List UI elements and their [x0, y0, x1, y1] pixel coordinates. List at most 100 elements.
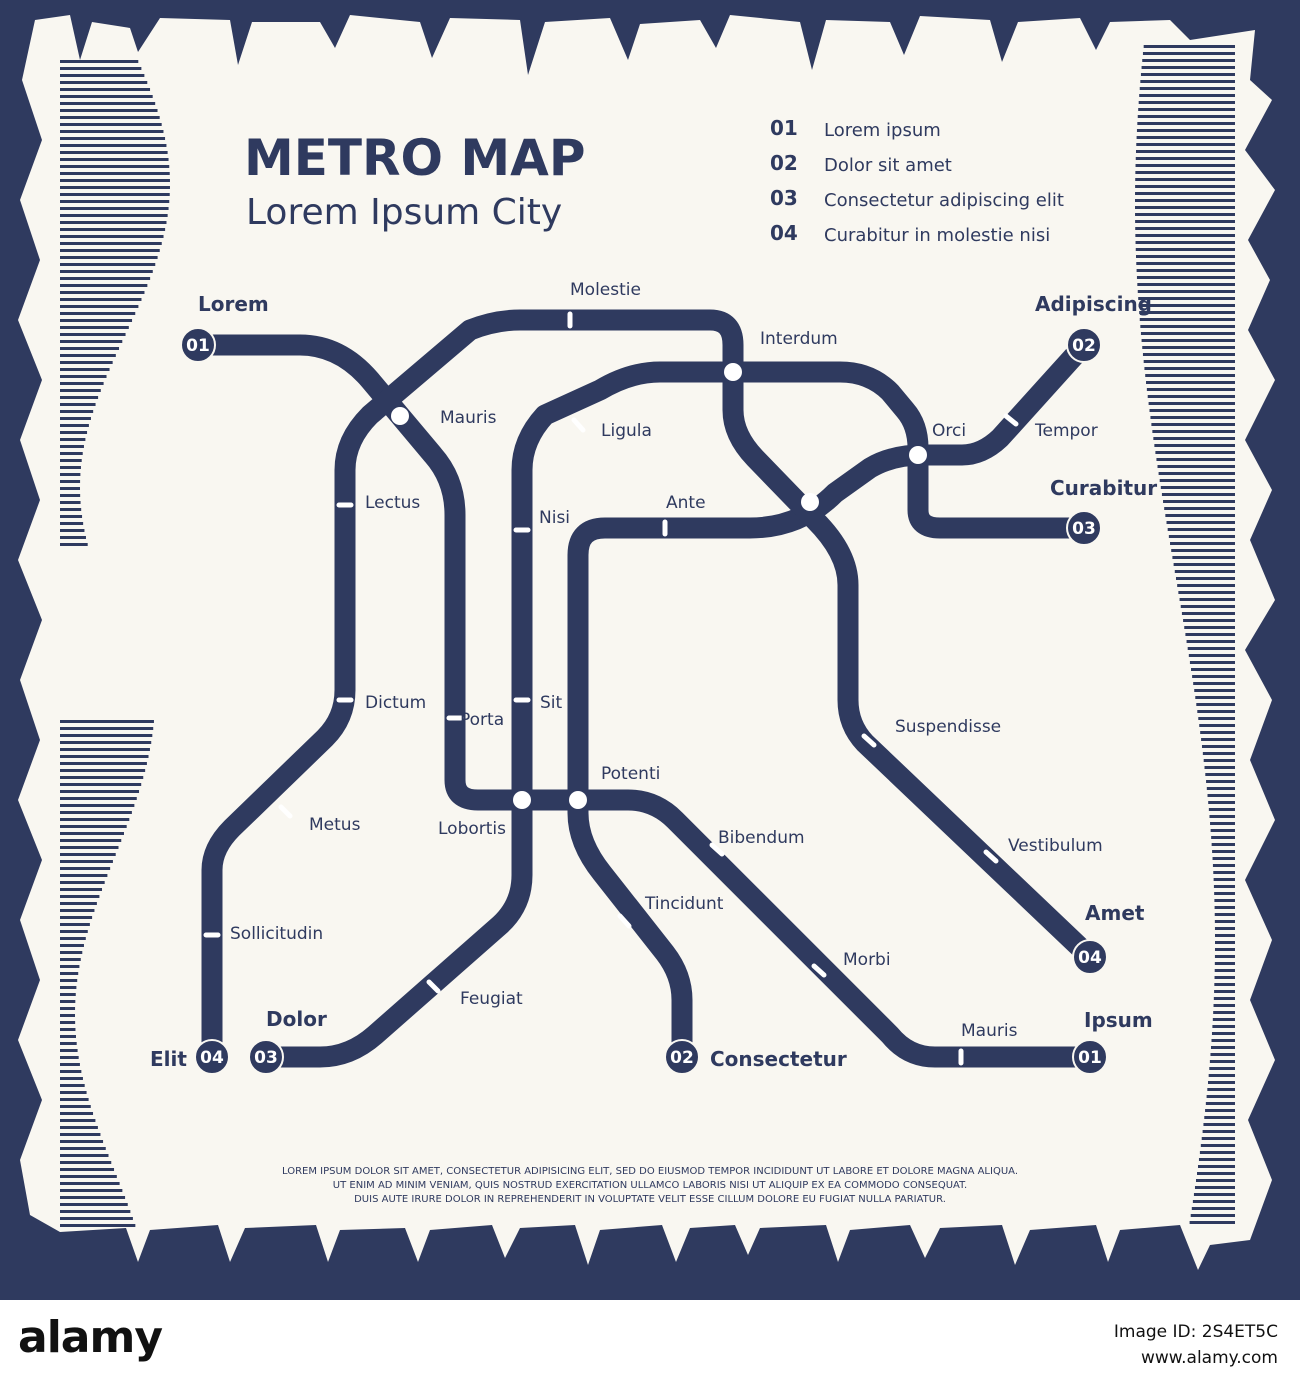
hatch-stroke: [60, 207, 169, 210]
hatch-stroke: [1147, 395, 1235, 398]
hatch-stroke: [1213, 1011, 1235, 1014]
line-02-path: [567, 334, 1095, 1068]
hatch-stroke: [60, 109, 158, 112]
hatch-stroke: [60, 361, 113, 364]
hatch-stroke: [1135, 192, 1235, 195]
interchange-interdum-dot: [724, 363, 742, 381]
hatch-stroke: [1214, 969, 1235, 972]
hatch-stroke: [60, 333, 126, 336]
hatch-stroke: [1142, 52, 1235, 55]
hatch-stroke: [60, 67, 142, 70]
legend-number-03: 03: [770, 186, 798, 210]
hatch-stroke: [1143, 360, 1235, 363]
station-bibendum: Bibendum: [718, 828, 805, 848]
badge-amet: 04: [1072, 939, 1108, 975]
hatch-stroke: [1211, 843, 1235, 846]
footer-line-3: DUIS AUTE IRURE DOLOR IN REPREHENDERIT I…: [354, 1194, 946, 1205]
hatch-stroke: [60, 193, 170, 196]
hatch-stroke: [1203, 759, 1235, 762]
hatch-stroke: [60, 1077, 83, 1080]
hatch-stroke: [1177, 584, 1235, 587]
legend-number-04: 04: [770, 221, 798, 245]
hatch-stroke: [60, 895, 100, 898]
hatch-stroke: [1213, 878, 1235, 881]
hatch-stroke: [60, 888, 103, 891]
hatch-stroke: [60, 466, 81, 469]
hatch-stroke: [1211, 1032, 1235, 1035]
hatch-stroke: [60, 200, 170, 203]
hatch-stroke: [1159, 479, 1235, 482]
hatch-stroke: [60, 60, 139, 63]
station-orci: Orci: [932, 421, 966, 441]
hatch-stroke: [60, 1119, 96, 1122]
hatch-stroke: [1142, 59, 1235, 62]
hatch-stroke: [60, 790, 140, 793]
hatch-stroke: [1135, 199, 1235, 202]
hatch-stroke: [1186, 640, 1235, 643]
hatch-stroke: [60, 151, 168, 154]
hatch-stroke: [1184, 626, 1235, 629]
station-morbi: Morbi: [843, 950, 891, 970]
hatch-stroke: [60, 1070, 82, 1073]
hatch-stroke: [1212, 1025, 1235, 1028]
hatch-stroke: [60, 741, 152, 744]
hatch-stroke: [60, 249, 160, 252]
station-sollicitudin: Sollicitudin: [230, 924, 323, 944]
hatch-stroke: [60, 797, 137, 800]
hatch-stroke: [1191, 668, 1235, 671]
hatch-stroke: [60, 81, 148, 84]
hatch-stroke: [1135, 234, 1235, 237]
hatch-stroke: [1143, 45, 1235, 48]
metro-map-canvas: METRO MAP Lorem Ipsum City 01 Lorem ipsu…: [18, 15, 1275, 1270]
hatch-stroke: [60, 529, 85, 532]
hatch-stroke: [1210, 822, 1235, 825]
hatch-stroke: [1180, 605, 1235, 608]
station-tick-metus: [278, 804, 293, 819]
hatch-stroke: [1170, 542, 1235, 545]
hatch-stroke: [1166, 521, 1235, 524]
terminal-adipiscing-label: Adipiscing: [1035, 292, 1152, 316]
station-ante: Ante: [666, 493, 706, 513]
hatch-stroke: [1135, 241, 1235, 244]
hatch-stroke: [60, 487, 81, 490]
interchange-lobortis-dot: [513, 791, 531, 809]
hatch-stroke: [1205, 1109, 1235, 1112]
legend-label-02: Dolor sit amet: [824, 155, 952, 176]
watermark-site: www.alamy.com: [1140, 1348, 1278, 1368]
hatch-stroke: [1135, 157, 1235, 160]
hatch-stroke: [60, 263, 156, 266]
hatch-stroke: [60, 326, 129, 329]
hatch-stroke: [60, 1091, 87, 1094]
hatch-stroke: [60, 102, 156, 105]
hatch-stroke: [1213, 997, 1235, 1000]
hatch-stroke: [60, 818, 130, 821]
hatch-stroke: [1137, 283, 1235, 286]
hatch-stroke: [1156, 458, 1235, 461]
hatch-stroke: [60, 1147, 106, 1150]
hatch-stroke: [60, 536, 86, 539]
hatch-stroke: [1136, 269, 1235, 272]
page-subtitle: Lorem Ipsum City: [246, 192, 562, 233]
hatch-stroke: [60, 298, 142, 301]
hatch-stroke: [1191, 1207, 1235, 1210]
hatch-stroke: [60, 340, 123, 343]
hatch-stroke: [60, 1028, 76, 1031]
hatch-stroke: [60, 748, 150, 751]
hatch-stroke: [1208, 808, 1235, 811]
hatch-stroke: [1188, 654, 1235, 657]
hatch-stroke: [1140, 80, 1235, 83]
hatch-stroke: [60, 396, 99, 399]
hatch-stroke: [60, 958, 81, 961]
badge-amet-number: 04: [1078, 948, 1102, 968]
hatch-stroke: [60, 1112, 94, 1115]
hatch-stroke: [1149, 409, 1235, 412]
hatch-stroke: [60, 846, 119, 849]
hatch-stroke: [60, 1007, 76, 1010]
left-hatch-ornament: [60, 60, 170, 1227]
legend-number-01: 01: [770, 116, 798, 140]
hatch-stroke: [1135, 220, 1235, 223]
hatch-stroke: [1141, 339, 1235, 342]
line-legend: 01 Lorem ipsum 02 Dolor sit amet 03 Cons…: [770, 116, 1064, 246]
badge-consectetur-number: 02: [670, 1048, 694, 1068]
badge-lorem: 01: [180, 327, 216, 363]
